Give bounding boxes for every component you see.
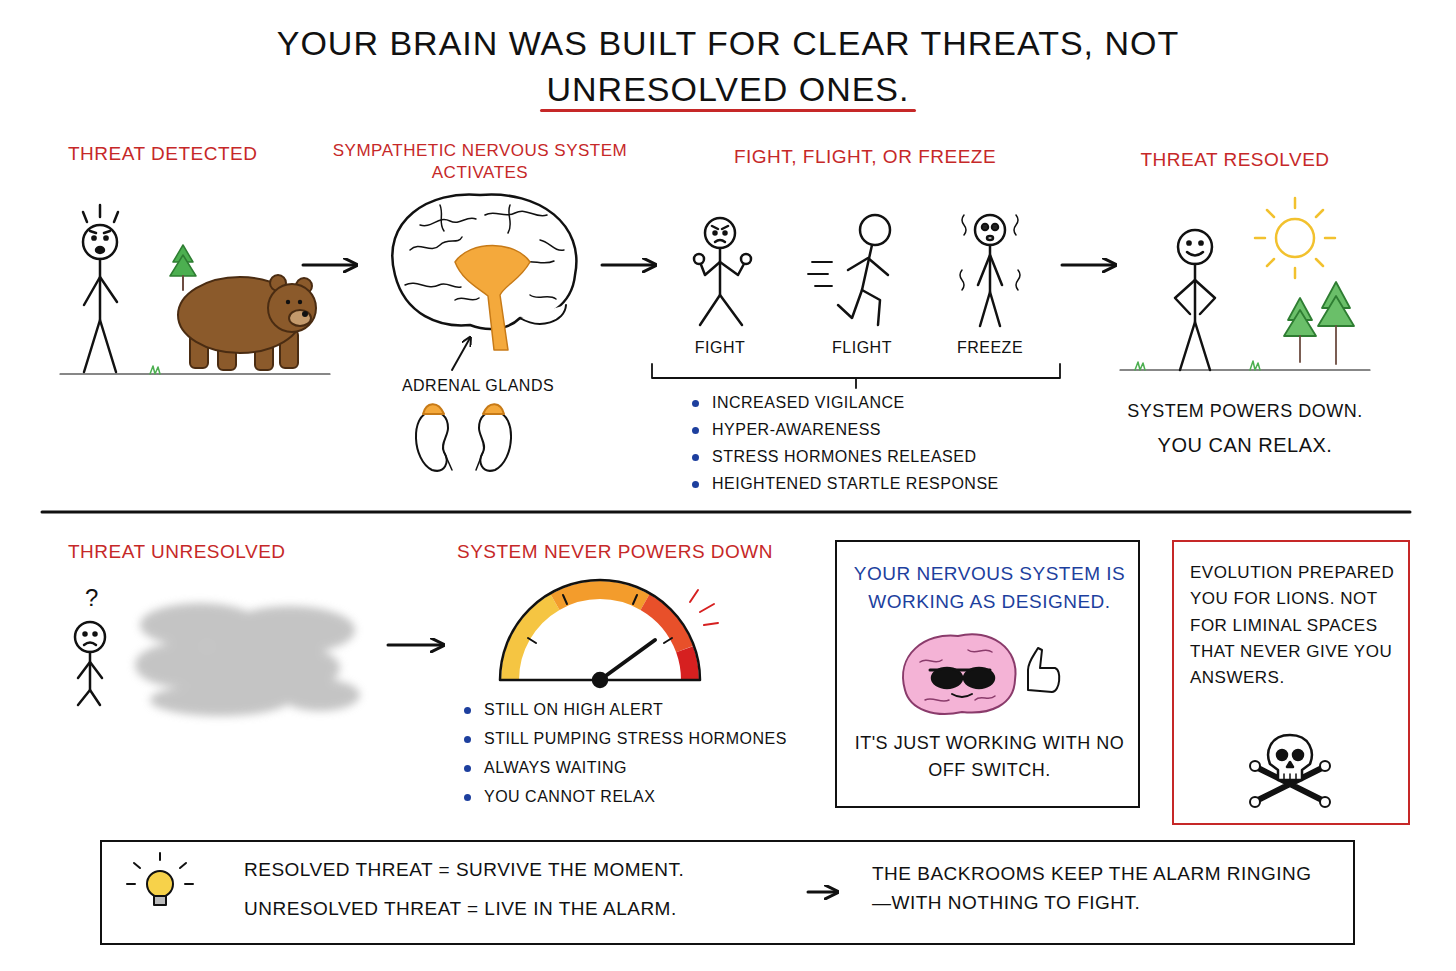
fight-figure xyxy=(694,218,751,325)
bullet-item: INCREASED VIGILANCE xyxy=(690,393,1035,414)
result-arrow xyxy=(808,891,836,894)
stage-arrow xyxy=(1062,264,1114,267)
stage-label: FIGHT xyxy=(670,338,770,359)
bullet-item: HEIGHTENED STARTLE RESPONSE xyxy=(690,474,1035,495)
happy-figure xyxy=(1120,230,1370,370)
stage-label: FLIGHT xyxy=(812,338,912,359)
stage-arrow xyxy=(388,644,442,647)
stage-label: SYSTEM NEVER POWERS DOWN xyxy=(425,540,805,565)
stage-label: ADRENAL GLANDS xyxy=(378,376,578,397)
box-text: EVOLUTION PREPARED YOU FOR LIONS. NOT FO… xyxy=(1190,560,1396,692)
skull-crossbones xyxy=(1250,735,1330,807)
flight-figure xyxy=(808,215,890,325)
stage-arrow xyxy=(303,264,355,267)
box-text: UNRESOLVED THREAT = LIVE IN THE ALARM. xyxy=(244,897,804,922)
title-underline xyxy=(540,109,915,112)
ground xyxy=(60,366,330,374)
bullet-item: STRESS HORMONES RELEASED xyxy=(690,447,1035,468)
bullet-item: STILL PUMPING STRESS HORMONES xyxy=(462,729,807,750)
stage-label: YOU CAN RELAX. xyxy=(1095,432,1395,458)
tree xyxy=(170,245,196,290)
stage-label: SYSTEM POWERS DOWN. xyxy=(1095,400,1395,423)
box-text: THE BACKROOMS KEEP THE ALARM RINGING—WIT… xyxy=(872,860,1322,917)
box-text: YOUR NERVOUS SYSTEM IS WORKING AS DESIGN… xyxy=(852,560,1127,615)
stage-label: THREAT UNRESOLVED xyxy=(68,540,328,565)
stage-label: THREAT RESOLVED xyxy=(1095,148,1375,173)
stage-label: ? xyxy=(77,582,107,613)
bracket xyxy=(652,364,1060,388)
freeze-figure xyxy=(960,215,1020,326)
bullet-item: HYPER-AWARENESS xyxy=(690,420,1035,441)
stage-label: SYMPATHETIC NERVOUS SYSTEM ACTIVATES xyxy=(310,140,650,184)
stage-label: FIGHT, FLIGHT, OR FREEZE xyxy=(675,145,1055,170)
cool-brain xyxy=(903,634,1059,714)
stage-arrow xyxy=(602,264,654,267)
sad-figure xyxy=(75,622,105,705)
bear xyxy=(178,275,316,370)
trees xyxy=(1284,282,1354,364)
summary-box: RESOLVED THREAT = SURVIVE THE MOMENT. UNR… xyxy=(100,840,1355,945)
stage-label: FREEZE xyxy=(940,338,1040,359)
bullet-item: STILL ON HIGH ALERT xyxy=(462,700,807,721)
bullet-item: ALWAYS WAITING xyxy=(462,758,807,779)
title: YOUR BRAIN WAS BUILT FOR CLEAR THREATS, … xyxy=(258,20,1198,112)
stage-label: THREAT DETECTED xyxy=(68,142,318,167)
sun xyxy=(1255,198,1335,278)
box-text: RESOLVED THREAT = SURVIVE THE MOMENT. xyxy=(244,858,804,883)
scared-figure xyxy=(83,205,118,372)
box-text: IT'S JUST WORKING WITH NO OFF SWITCH. xyxy=(852,730,1127,784)
message-box: YOUR NERVOUS SYSTEM IS WORKING AS DESIGN… xyxy=(835,540,1140,808)
divider xyxy=(42,511,1410,514)
gauge xyxy=(500,580,718,687)
brain xyxy=(392,194,576,370)
bullet-item: YOU CANNOT RELAX xyxy=(462,787,807,808)
kidneys-adrenal xyxy=(416,404,511,471)
fog-cloud xyxy=(135,603,360,716)
lightbulb xyxy=(127,853,193,905)
warning-box: EVOLUTION PREPARED YOU FOR LIONS. NOT FO… xyxy=(1172,540,1410,825)
